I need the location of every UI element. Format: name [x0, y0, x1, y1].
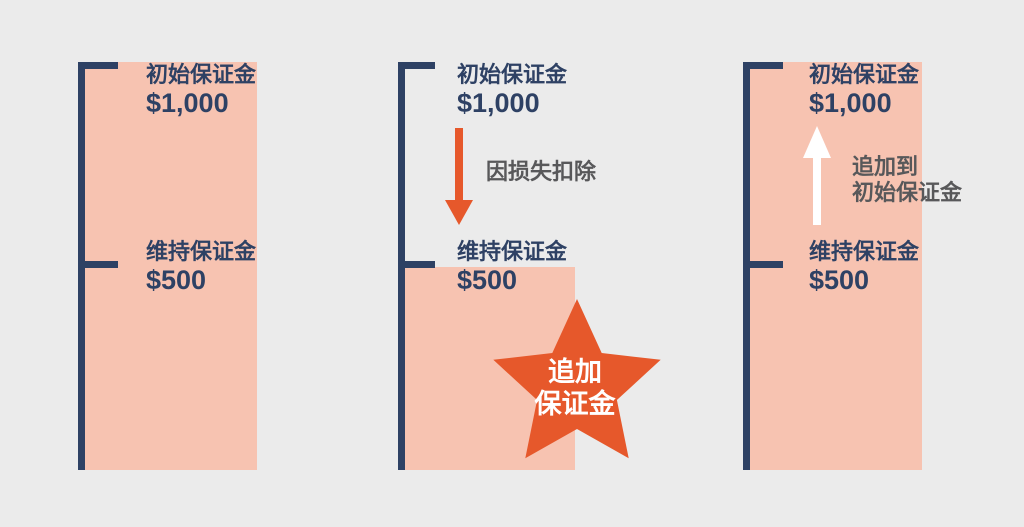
maintenance-margin-label-3: 维持保证金 [809, 239, 920, 264]
arrow-up-icon [803, 126, 831, 225]
loss-deduction-label: 因损失扣除 [486, 159, 597, 184]
bracket-maintenance-tick-1 [78, 261, 118, 268]
initial-margin-label-3: 初始保证金 [809, 62, 920, 87]
bracket-top-tick-2 [398, 62, 435, 69]
margin-call-star-label-line2: 保证金 [534, 389, 616, 419]
maintenance-margin-value-1: $500 [146, 265, 207, 295]
maintenance-margin-label-1: 维持保证金 [146, 239, 257, 264]
initial-margin-value-1: $1,000 [146, 88, 229, 118]
bracket-maintenance-tick-2 [398, 261, 435, 268]
maintenance-margin-label-2: 维持保证金 [457, 239, 568, 264]
star-burst-icon [493, 299, 661, 459]
maintenance-margin-value-3: $500 [809, 265, 870, 295]
bracket-maintenance-tick-3 [743, 261, 783, 268]
initial-margin-label-2: 初始保证金 [457, 62, 568, 87]
initial-margin-label-1: 初始保证金 [146, 62, 257, 87]
initial-margin-value-2: $1,000 [457, 88, 540, 118]
margin-call-star-label: 追加 保证金 [495, 356, 655, 420]
bracket-top-tick-3 [743, 62, 783, 69]
margin-call-star-label-line1: 追加 [548, 357, 602, 387]
arrow-down-icon [445, 128, 473, 225]
bracket-top-tick-1 [78, 62, 118, 69]
topup-annotation-line1: 追加到 [852, 154, 919, 179]
maintenance-margin-value-2: $500 [457, 265, 518, 295]
topup-annotation-line2: 初始保证金 [852, 180, 963, 205]
initial-margin-value-3: $1,000 [809, 88, 892, 118]
topup-annotation: 追加到 初始保证金 [852, 154, 962, 206]
